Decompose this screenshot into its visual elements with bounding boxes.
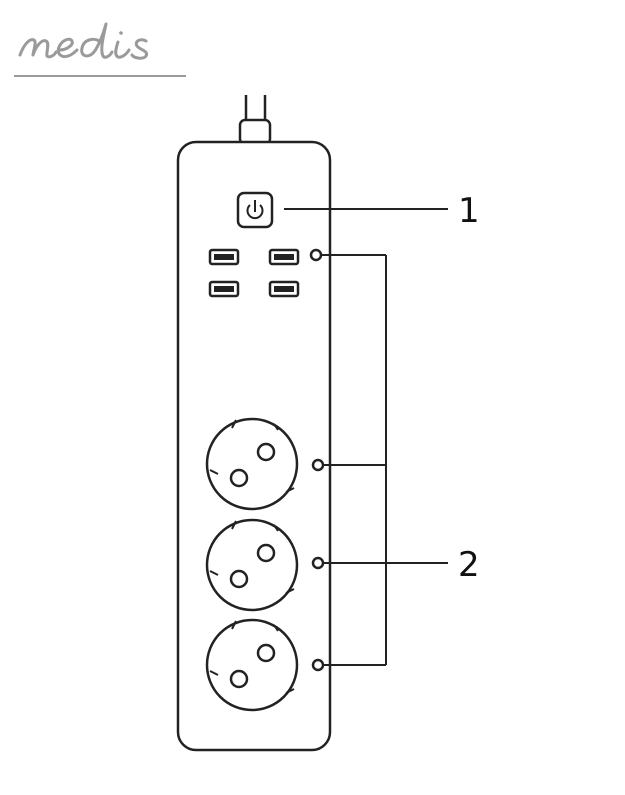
callout-2-number: 2 — [458, 545, 480, 585]
usb-indicator-led — [311, 250, 321, 260]
power-strip-body — [178, 142, 330, 750]
socket-1-indicator-led — [313, 460, 323, 470]
power-cable — [246, 95, 265, 122]
cable-strain-relief — [240, 120, 270, 144]
socket-2-indicator-led — [313, 558, 323, 568]
callout-2-bracket — [321, 255, 448, 665]
callout-1-number: 1 — [458, 191, 480, 231]
socket-3-indicator-led — [313, 660, 323, 670]
